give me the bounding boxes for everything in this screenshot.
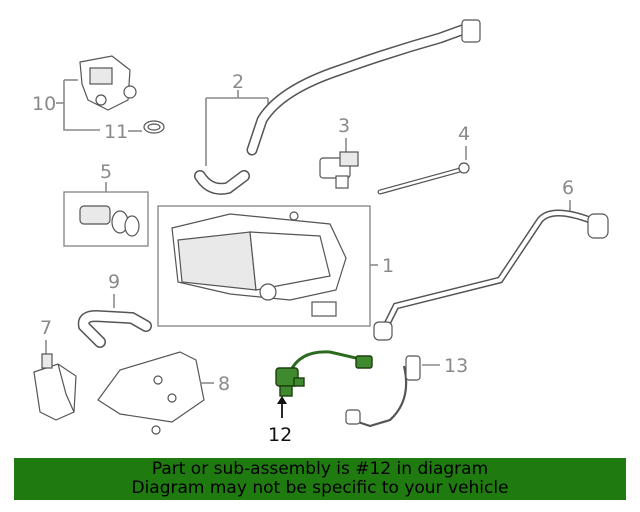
part-6-pipe[interactable] — [373, 209, 609, 341]
part-12-sensor[interactable] — [275, 350, 373, 397]
callout-13: 13 — [444, 355, 468, 377]
callout-5: 5 — [100, 161, 112, 183]
callout-11: 11 — [104, 121, 128, 143]
part-11-o-ring[interactable] — [143, 120, 165, 134]
callout-6: 6 — [562, 177, 574, 199]
callout-10: 10 — [32, 93, 56, 115]
part-7-bracket[interactable] — [33, 353, 77, 421]
part-9-hose[interactable] — [77, 309, 152, 348]
part-5-filter-kit[interactable] — [79, 205, 140, 237]
callout-4: 4 — [458, 123, 470, 145]
info-banner: Part or sub-assembly is #12 in diagram D… — [14, 458, 626, 500]
callout-7: 7 — [40, 317, 52, 339]
part-13-sensor[interactable] — [345, 355, 421, 428]
banner-line-2: Diagram may not be specific to your vehi… — [131, 478, 509, 498]
part-1-canister[interactable] — [171, 211, 347, 317]
part-10-valve[interactable] — [79, 55, 137, 111]
part-4-bracket[interactable] — [377, 162, 470, 195]
callout-1: 1 — [382, 255, 394, 277]
banner-line-1: Part or sub-assembly is #12 in diagram — [151, 459, 489, 479]
callout-9: 9 — [108, 271, 120, 293]
callout-12: 12 — [268, 424, 292, 446]
callout-2: 2 — [232, 71, 244, 93]
part-2-hose[interactable] — [194, 19, 481, 195]
part-3-solenoid[interactable] — [319, 151, 359, 189]
callout-8: 8 — [218, 373, 230, 395]
part-8-shield[interactable] — [97, 351, 205, 435]
callout-3: 3 — [338, 115, 350, 137]
